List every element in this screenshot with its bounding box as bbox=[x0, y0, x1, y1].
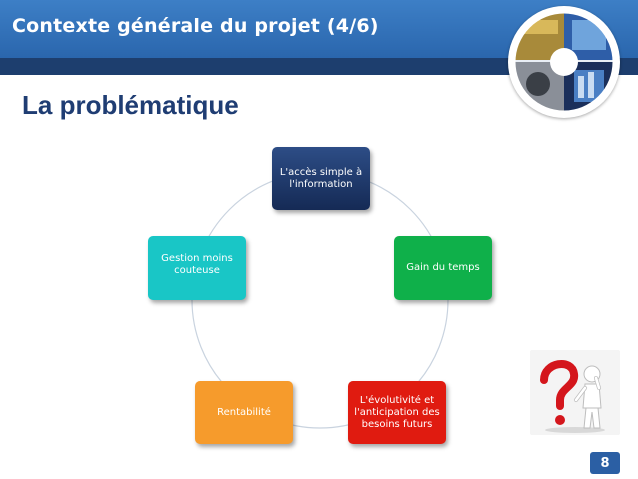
cycle-node-gestion: Gestion moins couteuse bbox=[148, 236, 246, 300]
cycle-node-gain-temps: Gain du temps bbox=[394, 236, 492, 300]
cycle-node-label: L'évolutivité et l'anticipation des beso… bbox=[354, 394, 440, 430]
cycle-node-acces: L'accès simple à l'information bbox=[272, 147, 370, 210]
section-subtitle: La problématique bbox=[22, 90, 239, 120]
cycle-node-label: L'accès simple à l'information bbox=[279, 167, 363, 190]
cycle-node-label: Gain du temps bbox=[406, 262, 480, 273]
logo-collage-icon bbox=[508, 6, 620, 118]
page-number-badge: 8 bbox=[590, 452, 620, 474]
cycle-node-evolutivite: L'évolutivité et l'anticipation des beso… bbox=[348, 381, 446, 444]
cycle-node-label: Gestion moins couteuse bbox=[161, 253, 233, 276]
header-strip bbox=[0, 58, 638, 75]
question-mark-figure-icon bbox=[530, 350, 620, 435]
slide-title: Contexte générale du projet (4/6) bbox=[12, 15, 379, 37]
cycle-node-label: Rentabilité bbox=[217, 406, 271, 418]
cycle-node-rentabilite: Rentabilité bbox=[195, 381, 293, 444]
